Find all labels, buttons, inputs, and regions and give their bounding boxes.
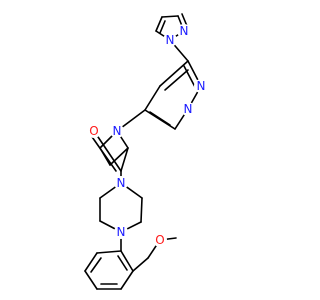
bond bbox=[89, 133, 117, 172]
molecule-structure-diagram: N N N N N O N bbox=[84, 13, 208, 290]
bond bbox=[132, 257, 149, 272]
bond bbox=[159, 20, 166, 34]
bond bbox=[84, 270, 98, 290]
bond bbox=[84, 252, 98, 272]
svg-text:N: N bbox=[117, 225, 126, 239]
svg-text:O: O bbox=[155, 233, 164, 247]
bond bbox=[120, 270, 134, 290]
bond bbox=[93, 130, 122, 172]
svg-text:N: N bbox=[117, 176, 126, 190]
svg-text:N: N bbox=[166, 33, 175, 47]
atom-n: N bbox=[114, 225, 128, 239]
atom-n: N bbox=[177, 24, 191, 38]
svg-text:O: O bbox=[89, 124, 98, 138]
bond bbox=[140, 197, 143, 223]
bond bbox=[90, 257, 102, 273]
atom-o: O bbox=[153, 233, 167, 247]
bond bbox=[120, 250, 134, 272]
atom-n: N bbox=[110, 124, 124, 138]
bond bbox=[96, 250, 122, 254]
bond-lines bbox=[84, 13, 202, 290]
bond bbox=[117, 255, 128, 271]
atom-n: N bbox=[194, 79, 208, 93]
svg-text:N: N bbox=[180, 24, 189, 38]
bond bbox=[109, 147, 129, 166]
bond bbox=[183, 65, 196, 88]
bond bbox=[159, 60, 189, 87]
bond bbox=[161, 15, 179, 18]
bond bbox=[144, 109, 176, 130]
bond bbox=[149, 111, 171, 126]
atom-n: N bbox=[114, 176, 128, 190]
bond bbox=[164, 69, 189, 91]
atom-n: N bbox=[181, 102, 195, 116]
svg-text:N: N bbox=[197, 79, 206, 93]
svg-text:N: N bbox=[184, 102, 193, 116]
atom-labels: N N N N N O N bbox=[87, 24, 208, 247]
bond bbox=[181, 13, 188, 27]
bond bbox=[144, 85, 161, 111]
bond bbox=[155, 16, 163, 32]
svg-text:N: N bbox=[113, 124, 122, 138]
atom-o: O bbox=[87, 124, 101, 138]
atom-n: N bbox=[163, 33, 177, 47]
bond bbox=[120, 147, 129, 172]
